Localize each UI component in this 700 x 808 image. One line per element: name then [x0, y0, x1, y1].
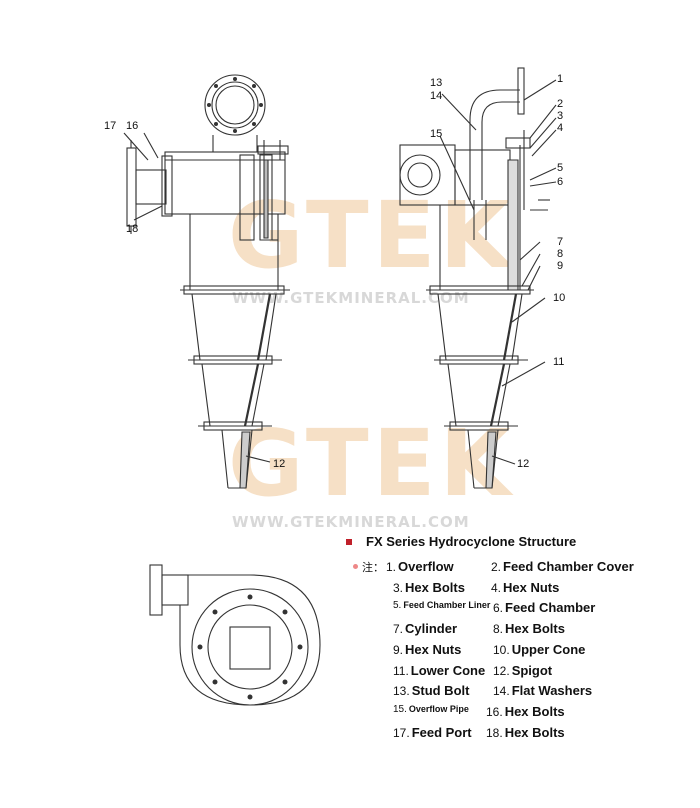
callout-1: 1 — [557, 73, 564, 85]
legend-item-6: 6. Feed Chamber — [493, 600, 596, 615]
callout-15: 15 — [430, 128, 443, 140]
overflow-pipe — [239, 154, 255, 241]
callout-3: 3 — [557, 110, 564, 122]
callout-5: 5 — [557, 162, 564, 174]
callout-14: 14 — [430, 90, 443, 102]
left-elevation-view — [123, 74, 290, 489]
callout-11: 11 — [553, 356, 565, 368]
legend-title: FX Series Hydrocyclone Structure — [366, 534, 577, 549]
legend-item-12: 12. Spigot — [493, 663, 553, 678]
overflow-elbow — [469, 89, 520, 200]
legend-item-11: 11. Lower Cone — [393, 663, 486, 678]
callout-8: 8 — [557, 248, 564, 260]
legend-item-17: 17. Feed Port — [393, 725, 472, 740]
legend-item-1: 注： 1. Overflow — [353, 559, 454, 577]
watermark-logo-bottom: GTEK — [228, 410, 515, 517]
legend-title-row: FX Series Hydrocyclone Structure — [346, 534, 576, 549]
callout-16: 16 — [126, 120, 139, 132]
watermark-url-top: WWW.GTEKMINERAL.COM — [232, 289, 470, 307]
watermark-url-bottom: WWW.GTEKMINERAL.COM — [232, 513, 470, 531]
right-section-view — [399, 67, 557, 489]
callout-18: 18 — [126, 223, 139, 235]
feed-port-flange — [126, 147, 137, 227]
legend-item-13: 13. Stud Bolt — [393, 683, 470, 698]
legend-item-15: 15. Overflow Pipe — [393, 704, 469, 715]
legend-item-7: 7. Cylinder — [393, 621, 458, 636]
callout-4: 4 — [557, 122, 564, 134]
legend-item-4: 4. Hex Nuts — [491, 580, 560, 595]
callout-9: 9 — [557, 260, 564, 272]
legend-item-16: 16. Hex Bolts — [486, 704, 565, 719]
overflow-flange — [204, 74, 266, 136]
callout-7: 7 — [557, 236, 564, 248]
legend-item-14: 14. Flat Washers — [493, 683, 593, 698]
legend-item-9: 9. Hex Nuts — [393, 642, 462, 657]
callout-6: 6 — [557, 176, 564, 188]
legend-item-10: 10. Upper Cone — [493, 642, 586, 657]
overflow-bore — [215, 85, 255, 125]
callout-12-left: 12 — [273, 458, 286, 470]
plan-view — [149, 564, 321, 706]
callout-2: 2 — [557, 98, 564, 110]
legend-item-2: 2. Feed Chamber Cover — [491, 559, 634, 574]
callout-12-right: 12 — [517, 458, 530, 470]
legend-item-3: 3. Hex Bolts — [393, 580, 465, 595]
plan-bolt-circle — [207, 604, 293, 690]
legend-item-5: 5. Feed Chamber Liner — [393, 600, 491, 611]
callout-13: 13 — [430, 77, 443, 89]
legend-item-8: 8. Hex Bolts — [493, 621, 565, 636]
callout-10: 10 — [553, 292, 566, 304]
note-dot-icon — [353, 564, 358, 569]
legend-note-label: 注： — [362, 562, 384, 574]
legend-item-18: 18. Hex Bolts — [486, 725, 565, 740]
plan-outer-housing — [179, 574, 321, 706]
legend-bullet — [346, 538, 352, 545]
feed-chamber-body — [164, 151, 286, 215]
callout-17: 17 — [104, 120, 117, 132]
